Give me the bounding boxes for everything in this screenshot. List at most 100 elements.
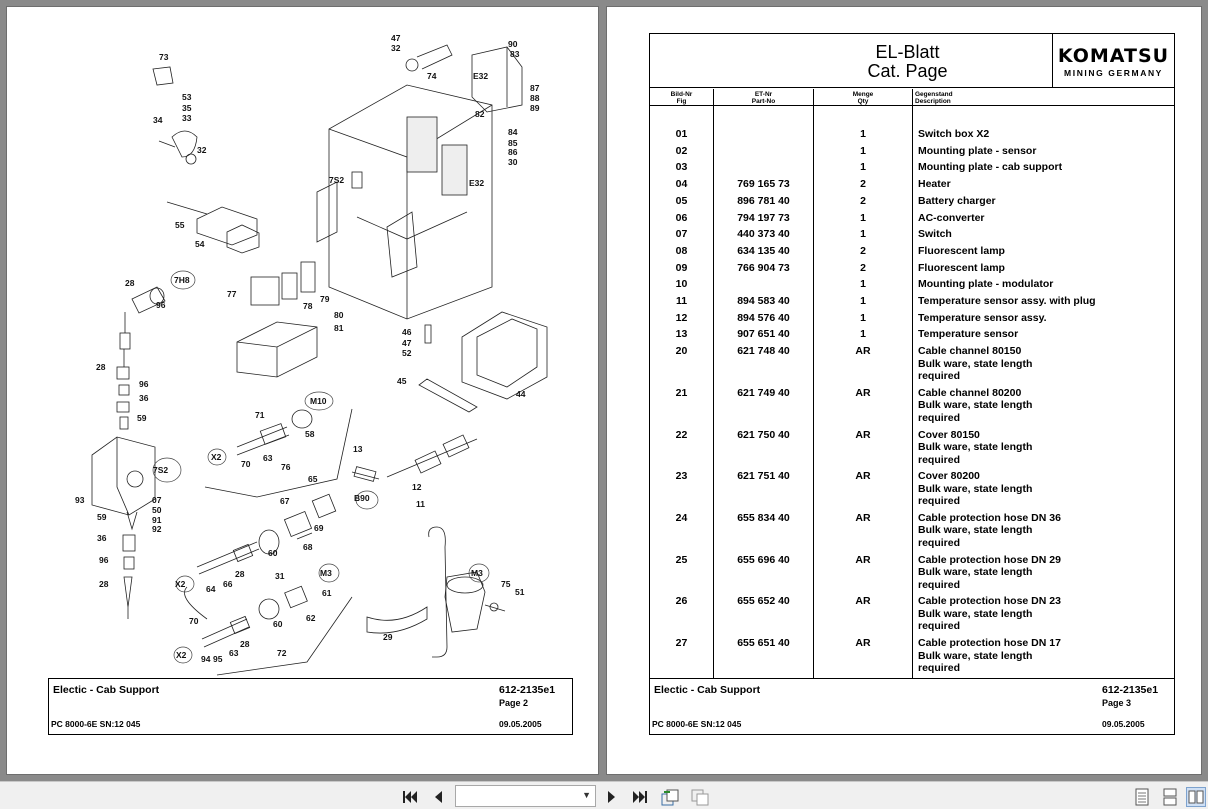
go-back-icon: [661, 789, 679, 806]
callout-label: 47: [391, 33, 401, 43]
callout-label: 28: [235, 569, 245, 579]
callout-label: 83: [510, 49, 520, 59]
part-number: 896 781 40: [737, 194, 790, 207]
continuous-view-button[interactable]: [1160, 787, 1180, 807]
quantity: 1: [860, 328, 866, 341]
facing-pages-view-button[interactable]: [1186, 787, 1206, 807]
description: Mounting plate - sensor: [918, 145, 1173, 158]
go-back-button[interactable]: [660, 787, 680, 807]
fig-number: 07: [675, 228, 688, 241]
callout-label: 34: [153, 115, 163, 125]
description-line: required: [918, 453, 961, 466]
column-header-qty: Menge Qty: [814, 91, 912, 105]
callout-label: 74: [427, 71, 437, 81]
parts-list-sheet: EL-Blatt Cat. Page KOMATSU MINING GERMAN…: [649, 33, 1175, 679]
description-line: Temperature sensor assy. with plug: [918, 295, 1096, 307]
description-line: Bulk ware, state length: [918, 399, 1033, 412]
callout-label: B90: [354, 493, 370, 503]
column-divider: [813, 89, 814, 678]
fig-number: 01: [675, 128, 688, 140]
prev-page-icon: [435, 791, 442, 803]
single-page-view-icon: [1135, 788, 1149, 806]
callout-label: 76: [281, 462, 291, 472]
column-header-desc: Gegenstand Description: [915, 91, 953, 105]
callout-label: 45: [397, 376, 407, 386]
quantity: AR: [855, 595, 871, 608]
description: Temperature sensor assy.: [918, 312, 1173, 325]
quantity: 1: [860, 161, 866, 174]
callout-label: 52: [402, 348, 412, 358]
fig-number: 24: [675, 511, 688, 524]
callout-label: 46: [402, 327, 412, 337]
quantity: AR: [855, 470, 871, 483]
last-page-button[interactable]: [630, 787, 650, 807]
callout-label: 88: [530, 93, 540, 103]
go-forward-button[interactable]: [690, 787, 710, 807]
callout-label: 63: [263, 453, 273, 463]
part-number: 769 165 73: [737, 178, 790, 191]
quantity: 1: [860, 295, 866, 307]
document-date: 09.05.2005: [1102, 719, 1145, 729]
callout-label: 7H8: [174, 275, 190, 285]
first-page-button[interactable]: [400, 787, 420, 807]
callout-label: 86: [508, 147, 518, 157]
description-line: Mounting plate - modulator: [918, 278, 1054, 291]
fig-number: 21: [675, 386, 688, 399]
column-header-fig-en: Fig: [676, 98, 687, 105]
callout-label: 67: [280, 496, 290, 506]
callout-label: 29: [383, 632, 393, 642]
callout-label: 68: [303, 542, 313, 552]
description-line: Cover 80150: [918, 428, 980, 441]
callout-label: 58: [305, 429, 315, 439]
callout-label: 77: [227, 289, 237, 299]
description-line: Cable channel 80150: [918, 345, 1022, 358]
callout-label: 87: [530, 83, 540, 93]
document-number: 612-2135e1: [499, 684, 556, 696]
callout-label: 28: [99, 579, 109, 589]
part-number: 907 651 40: [737, 328, 790, 341]
previous-page-button[interactable]: [428, 787, 448, 807]
callout-label: 11: [416, 499, 425, 509]
callout-label: 91: [152, 515, 162, 525]
description-line: required: [918, 495, 961, 508]
callout-label: 47: [402, 338, 412, 348]
fig-number: 03: [675, 161, 688, 174]
quantity: 2: [860, 178, 866, 191]
callout-label: 81: [334, 323, 344, 333]
callout-label: 94: [201, 654, 211, 664]
callout-label: 36: [139, 393, 149, 403]
callout-label: 90: [508, 39, 518, 49]
description-line: Cable protection hose DN 23: [918, 595, 1061, 608]
fig-number: 10: [675, 278, 688, 291]
callout-label: 35: [182, 103, 192, 113]
fig-number: 08: [675, 244, 688, 257]
callout-label: 33: [182, 113, 192, 123]
sheet-heading: EL-Blatt Cat. Page: [825, 43, 990, 81]
part-number: 621 748 40: [737, 345, 790, 358]
callout-label: 64: [206, 584, 216, 594]
title-block-left: Electic - Cab Support PC 8000-6E SN:12 0…: [48, 678, 573, 735]
callout-label: 66: [223, 579, 233, 589]
fig-number: 06: [675, 211, 688, 224]
quantity: 1: [860, 144, 866, 157]
callout-label: 28: [240, 639, 250, 649]
callout-label: 60: [268, 548, 278, 558]
page-selector[interactable]: ▼: [455, 785, 596, 807]
column-header-desc-de: Gegenstand: [915, 91, 953, 98]
description-line: required: [918, 620, 961, 633]
description-line: required: [918, 578, 961, 591]
callout-label: M3: [471, 568, 483, 578]
single-page-view-button[interactable]: [1132, 787, 1152, 807]
callout-label: 84: [508, 127, 518, 137]
page-number: Page 3: [1102, 698, 1132, 708]
fig-number: 05: [675, 194, 688, 207]
sheet-title: Electic - Cab Support: [53, 684, 160, 696]
part-number: 621 750 40: [737, 428, 790, 441]
callout-label: E32: [473, 71, 488, 81]
description-line: Bulk ware, state length: [918, 566, 1033, 579]
quantity: AR: [855, 345, 871, 358]
next-page-button[interactable]: [602, 787, 622, 807]
